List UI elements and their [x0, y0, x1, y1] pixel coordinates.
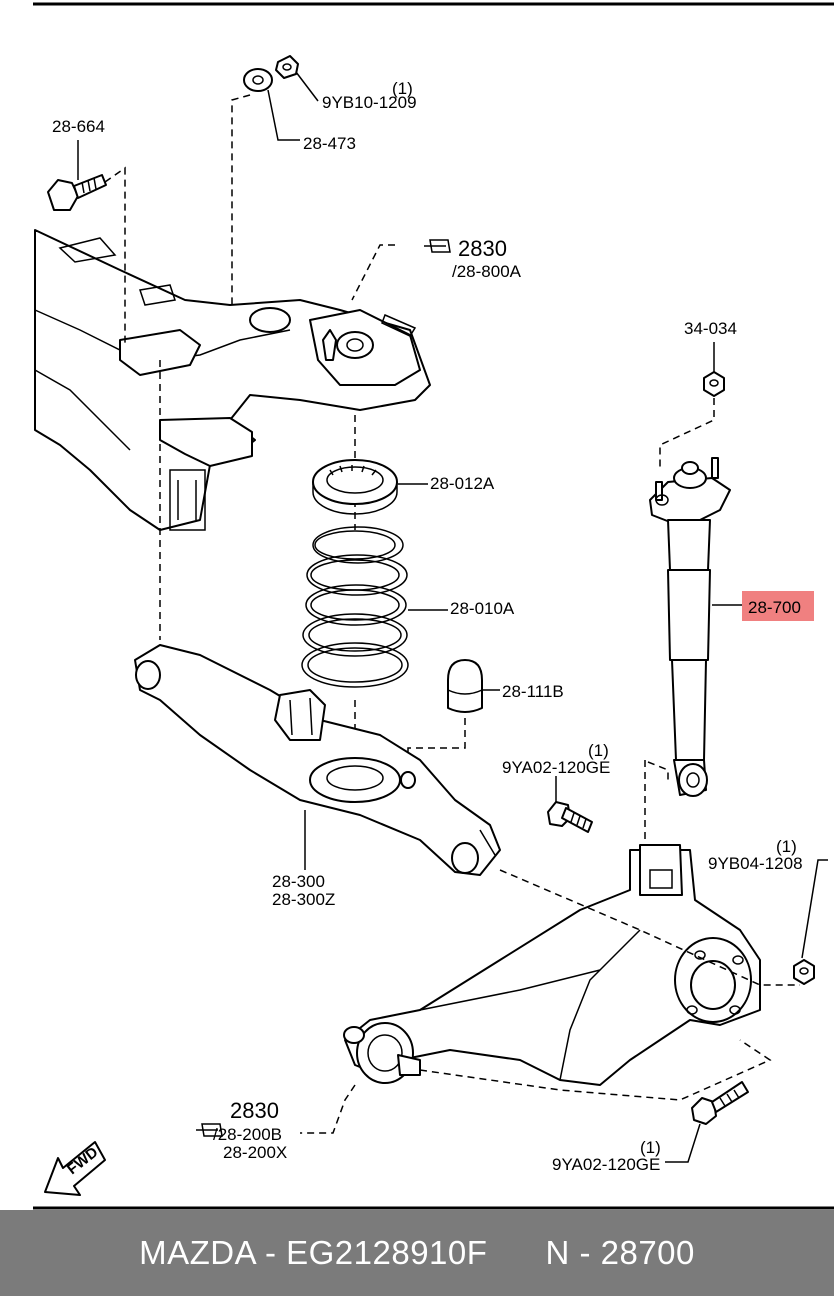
suspension-exploded-diagram: FWD (1) 9YB10-1209 28-473 28-664 2830 /2… — [33, 2, 834, 1210]
knuckle-trailing-arm — [343, 844, 761, 1086]
highlight-28-700 — [742, 591, 814, 621]
nut-9yb10-1209 — [275, 55, 299, 79]
hand-pointer-icon-lower — [196, 1123, 223, 1137]
coil-spring-28-010a — [301, 526, 409, 688]
label-knuckle-nut-qty: (1) — [776, 837, 797, 856]
bolt-9ya02-120ge-bottom — [691, 1081, 749, 1125]
label-nut-top: 9YB10-1209 — [322, 93, 417, 112]
hand-pointer-icon — [424, 239, 451, 253]
footer-text: MAZDA - EG2128910F N - 28700 — [139, 1234, 695, 1272]
label-ref-trailing-part-a: /28-200B — [213, 1125, 282, 1144]
bolt-9ya02-120ge-mid — [547, 801, 593, 833]
nut-34-034 — [703, 371, 725, 397]
label-bottom-bolt: 9YA02-120GE — [552, 1155, 660, 1174]
label-lower-arm-a: 28-300 — [272, 872, 325, 891]
label-bolt-left: 28-664 — [52, 117, 105, 136]
footer-bar: MAZDA - EG2128910F N - 28700 — [0, 1210, 834, 1296]
label-ref-trailing-num: 2830 — [230, 1098, 279, 1123]
nut-9yb04-1208 — [793, 959, 815, 985]
label-lower-arm-b: 28-300Z — [272, 890, 335, 909]
bolt-28-664 — [47, 174, 107, 211]
label-nut-top-qty: (1) — [392, 79, 413, 98]
label-washer: 28-473 — [303, 134, 356, 153]
label-bump-stop: 28-111B — [502, 682, 564, 701]
label-knuckle-nut: 9YB04-1208 — [708, 854, 803, 873]
label-ref-trailing-part-b: 28-200X — [223, 1143, 287, 1162]
label-bottom-bolt-qty: (1) — [640, 1138, 661, 1157]
label-lower-bolt-qty: (1) — [588, 741, 609, 760]
shock-absorber-28-700 — [649, 457, 731, 797]
label-lower-bolt: 9YA02-120GE — [502, 758, 610, 777]
label-ref-crossmember-num: 2830 — [458, 236, 507, 261]
label-ref-crossmember-part: /28-800A — [452, 262, 522, 281]
footer-number: N - 28700 — [545, 1234, 695, 1271]
footer-brand-part: MAZDA - EG2128910F — [139, 1234, 488, 1271]
crossmember — [34, 229, 431, 531]
washer-28-473 — [243, 68, 273, 92]
label-coil-spring: 28-010A — [450, 599, 515, 618]
label-shock-absorber[interactable]: 28-700 — [748, 598, 801, 617]
lower-arm-28-300 — [134, 644, 501, 876]
label-mount-nut: 34-034 — [684, 319, 737, 338]
fwd-arrow-icon: FWD — [44, 1141, 106, 1196]
spring-seat-28-012a — [312, 459, 398, 515]
bump-stop-28-111b — [447, 659, 483, 713]
label-spring-seat: 28-012A — [430, 474, 495, 493]
